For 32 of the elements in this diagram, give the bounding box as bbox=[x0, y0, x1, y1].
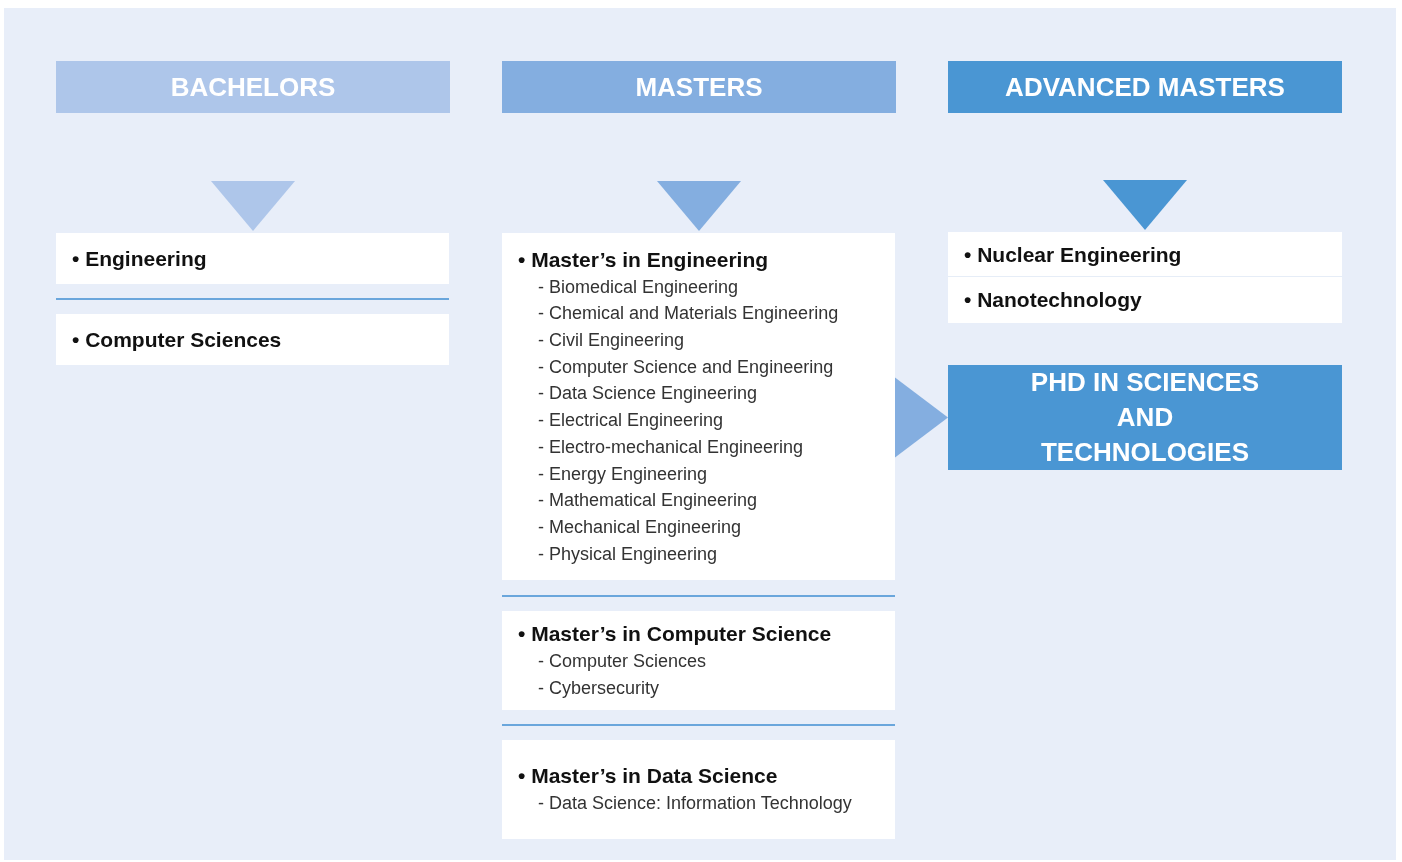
specialization-text: - Energy Engineering bbox=[537, 462, 709, 486]
column-header: ADVANCED MASTERS bbox=[948, 61, 1342, 113]
specialization-text: - Data Science Engineering bbox=[537, 382, 759, 406]
program-name: • Computer Sciences bbox=[72, 326, 283, 353]
program-name: • Nanotechnology bbox=[964, 287, 1143, 313]
specialization-text: - Mechanical Engineering bbox=[537, 515, 743, 539]
specialization-text: - Civil Engineering bbox=[537, 329, 686, 353]
specialization-text: - Computer Science and Engineering bbox=[537, 355, 835, 379]
arrow bbox=[211, 181, 295, 231]
program-box bbox=[502, 233, 895, 580]
specialization-text: - Electrical Engineering bbox=[537, 409, 725, 433]
specialization-text: - Mathematical Engineering bbox=[537, 489, 759, 513]
specialization-text: - Electro-mechanical Engineering bbox=[537, 435, 805, 459]
program-box bbox=[948, 277, 1342, 323]
column-header: BACHELORS bbox=[56, 61, 450, 113]
program-name: • Nuclear Engineering bbox=[964, 241, 1183, 268]
specialization-text: - Physical Engineering bbox=[537, 542, 719, 566]
specialization-text: - Cybersecurity bbox=[537, 676, 661, 700]
arrow bbox=[895, 377, 948, 458]
specialization-text: - Computer Sciences bbox=[537, 649, 708, 673]
column-header: MASTERS bbox=[502, 61, 896, 113]
program-name: • Master’s in Engineering bbox=[518, 246, 770, 273]
program-name: • Engineering bbox=[72, 245, 208, 272]
program-box bbox=[948, 232, 1342, 277]
specialization-text: - Biomedical Engineering bbox=[537, 275, 740, 299]
program-name: • Master’s in Data Science bbox=[518, 763, 779, 790]
arrow bbox=[657, 181, 741, 231]
program-name: • Master’s in Computer Science bbox=[518, 620, 833, 647]
specialization-text: - Chemical and Materials Engineering bbox=[537, 302, 840, 326]
arrow bbox=[1103, 180, 1187, 230]
degree-box: PHD IN SCIENCES AND TECHNOLOGIES bbox=[948, 365, 1342, 470]
specialization-text: - Data Science: Information Technology bbox=[537, 792, 853, 816]
